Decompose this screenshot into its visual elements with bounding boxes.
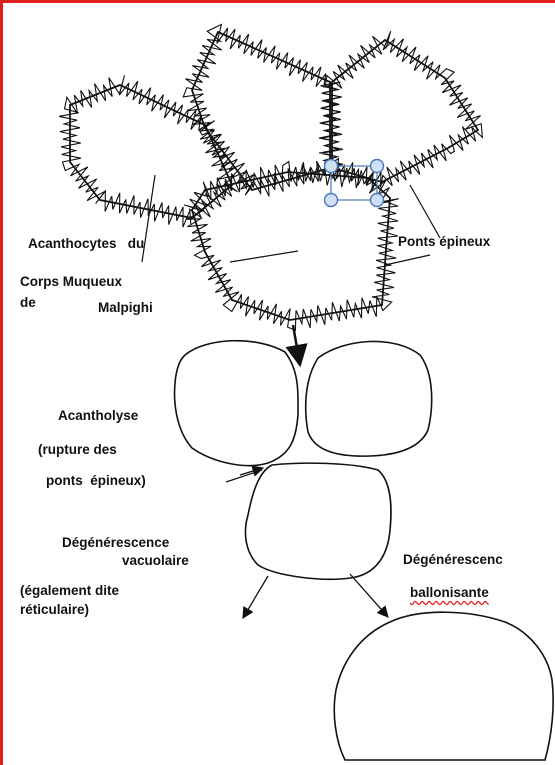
- label-degenerescence-vacuolaire: Dégénérescence: [62, 535, 169, 551]
- label-de: de: [20, 295, 36, 311]
- vacuolar-cell: [245, 463, 390, 579]
- arrow-icon: [243, 576, 268, 618]
- acantholysis-cells: [175, 341, 554, 760]
- label-acanthocytes: Acanthocytes du: [28, 236, 144, 252]
- label-vacuolaire: vacuolaire: [122, 553, 189, 569]
- label-ponts-epineux: Ponts épineux: [398, 234, 490, 250]
- acanthocyte-cell-right: [332, 40, 478, 182]
- label-rupture: (rupture des: [38, 442, 117, 458]
- label-egalement-dite: (également dite: [20, 583, 119, 599]
- label-ponts-epineux-2: ponts épineux): [46, 473, 146, 489]
- label-corps-muqueux: Corps Muqueux: [20, 274, 122, 290]
- ballooning-cell: [334, 612, 553, 760]
- label-degenerescence-ballonisante: Dégénérescenc: [403, 552, 503, 568]
- label-reticulaire: réticulaire): [20, 602, 89, 618]
- acanthocytes-group: [59, 25, 482, 331]
- label-ballonisante: ballonisante: [410, 585, 489, 601]
- acantholytic-cell-left: [175, 341, 299, 466]
- label-malpighi: Malpighi: [98, 300, 153, 316]
- label-acantholyse: Acantholyse: [58, 408, 138, 424]
- acantholytic-cell-right: [306, 341, 432, 456]
- arrow-icon: [293, 325, 300, 365]
- arrow-icon: [350, 574, 388, 617]
